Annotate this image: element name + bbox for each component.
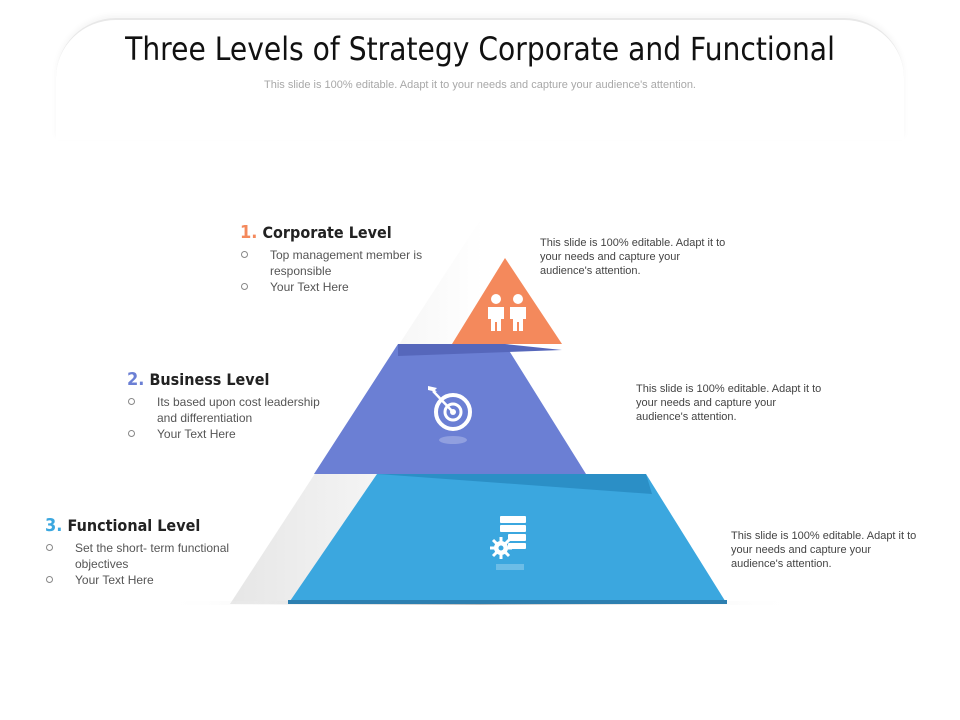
functional-description: This slide is 100% editable. Adapt it to… — [731, 530, 917, 570]
bullet-circle-icon — [241, 283, 248, 290]
pyramid-tier-business-fold — [398, 344, 562, 356]
list-item: Your Text Here — [127, 426, 327, 442]
level-heading: 3. Functional Level — [45, 515, 230, 536]
pyramid-tier-corporate — [452, 258, 562, 344]
level-number: 3. — [45, 515, 63, 536]
pyramid-tier-functional-base — [288, 600, 727, 604]
level-bullets: Its based upon cost leadership and diffe… — [127, 394, 327, 442]
list-item: Set the short- term functional objective… — [45, 540, 250, 572]
pyramid-tier-functional — [288, 474, 727, 604]
list-item: Your Text Here — [45, 572, 250, 588]
page-title: Three Levels of Strategy Corporate and F… — [125, 30, 835, 68]
level-number: 2. — [127, 369, 145, 390]
level-functional: 3. Functional Level Set the short- term … — [45, 515, 250, 588]
bullet-circle-icon — [128, 398, 135, 405]
bullet-circle-icon — [241, 251, 248, 258]
level-corporate: 1. Corporate Level Top management member… — [240, 222, 430, 295]
bullet-circle-icon — [46, 544, 53, 551]
level-heading: 2. Business Level — [127, 369, 307, 390]
target-icon — [428, 386, 472, 444]
two-people-icon — [488, 294, 526, 331]
header-arc — [56, 18, 904, 140]
level-business: 2. Business Level Its based upon cost le… — [127, 369, 327, 442]
bullet-circle-icon — [46, 576, 53, 583]
level-number: 1. — [240, 222, 258, 243]
level-heading: 1. Corporate Level — [240, 222, 411, 243]
level-bullets: Top management member is responsible You… — [240, 247, 430, 295]
corporate-description: This slide is 100% editable. Adapt it to… — [540, 237, 726, 277]
level-title: Business Level — [149, 370, 270, 389]
level-title: Corporate Level — [262, 223, 392, 242]
bullet-circle-icon — [128, 430, 135, 437]
list-item: Top management member is responsible — [240, 247, 430, 279]
pyramid-tier-functional-fold — [377, 474, 652, 494]
list-item: Your Text Here — [240, 279, 430, 295]
business-description: This slide is 100% editable. Adapt it to… — [636, 383, 822, 423]
page-subtitle: This slide is 100% editable. Adapt it to… — [264, 79, 696, 91]
server-gear-icon — [490, 516, 526, 570]
level-title: Functional Level — [67, 516, 201, 535]
level-bullets: Set the short- term functional objective… — [45, 540, 250, 588]
list-item: Its based upon cost leadership and diffe… — [127, 394, 327, 426]
